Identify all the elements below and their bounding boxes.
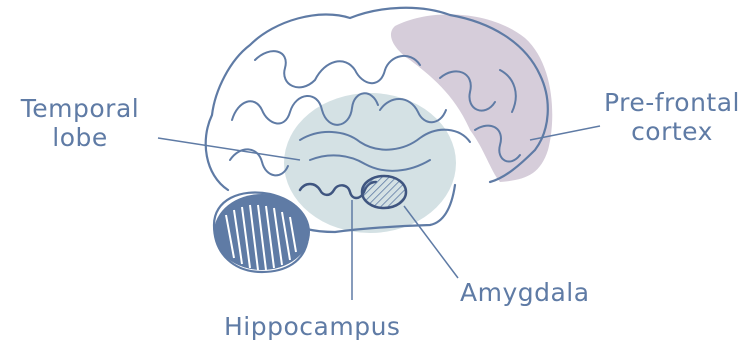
prefrontal-cortex-label-line2: cortex [596, 117, 748, 146]
temporal-lobe-pointer [158, 138, 300, 160]
prefrontal-cortex-label: Pre-frontal cortex [596, 88, 748, 146]
prefrontal-cortex-label-line1: Pre-frontal [596, 88, 748, 117]
temporal-lobe-label: Temporal lobe [10, 94, 150, 152]
amygdala-pointer [404, 206, 458, 278]
temporal-lobe-label-line1: Temporal [10, 94, 150, 123]
hippocampus-label: Hippocampus [224, 312, 400, 341]
amygdala-label: Amygdala [460, 278, 590, 307]
temporal-lobe-region [284, 93, 456, 233]
amygdala-shape [362, 176, 406, 208]
temporal-lobe-label-line2: lobe [10, 123, 150, 152]
